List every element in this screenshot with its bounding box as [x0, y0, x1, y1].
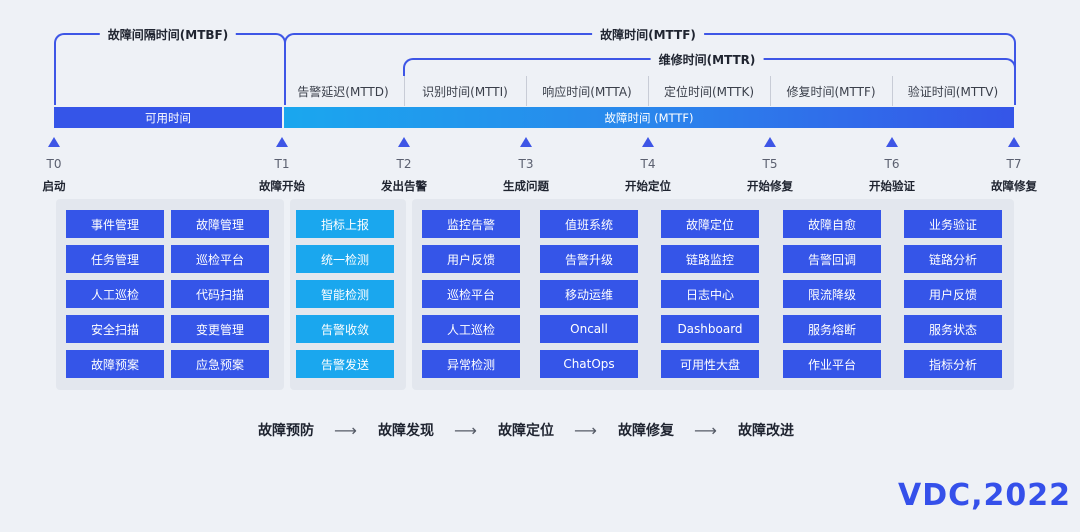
tool-box: Oncall — [540, 315, 638, 343]
phase-label: 验证时间(MTTV) — [907, 84, 999, 99]
tool-box: ChatOps — [540, 350, 638, 378]
mtbf-label: 故障间隔时间(MTBF) — [99, 26, 237, 43]
tool-box: 安全扫描 — [66, 315, 164, 343]
timeline-event-label: 开始修复 — [747, 179, 793, 193]
timeline-event-label: 启动 — [42, 179, 66, 193]
phase-label: 修复时间(MTTF) — [786, 84, 876, 99]
timeline-point-label: T3 — [518, 157, 534, 171]
available-time-bar: 可用时间 — [54, 107, 282, 128]
mttf-label: 故障时间(MTTF) — [592, 26, 704, 43]
timeline-event-label: 发出告警 — [381, 179, 427, 193]
phase-divider — [526, 76, 527, 106]
flow-step: 故障发现 — [378, 423, 434, 439]
tool-box: 告警升级 — [540, 245, 638, 273]
flow-step: 故障定位 — [498, 423, 554, 439]
tool-box: 巡检平台 — [422, 280, 520, 308]
tool-box: 链路监控 — [661, 245, 759, 273]
timeline-marker-icon — [642, 137, 654, 147]
tool-box: 故障自愈 — [783, 210, 881, 238]
tool-box: 作业平台 — [783, 350, 881, 378]
timeline-event-label: 生成问题 — [503, 179, 549, 193]
phase-divider — [404, 76, 405, 106]
phase-divider — [770, 76, 771, 106]
tool-box: 事件管理 — [66, 210, 164, 238]
tool-box: 代码扫描 — [171, 280, 269, 308]
fault-time-bar: 故障时间 (MTTF) — [284, 107, 1014, 128]
flow-step: 故障改进 — [738, 423, 794, 439]
tool-box: 故障定位 — [661, 210, 759, 238]
tool-box: 异常检测 — [422, 350, 520, 378]
tool-box: 变更管理 — [171, 315, 269, 343]
phase-label: 告警延迟(MTTD) — [297, 84, 389, 99]
flow-step: 故障预防 — [258, 423, 314, 439]
tool-box: 业务验证 — [904, 210, 1002, 238]
tool-box: 日志中心 — [661, 280, 759, 308]
tool-box: 告警回调 — [783, 245, 881, 273]
timeline-marker-icon — [48, 137, 60, 147]
timeline-point-label: T6 — [884, 157, 900, 171]
tool-box: 移动运维 — [540, 280, 638, 308]
tool-box: 人工巡检 — [66, 280, 164, 308]
tool-box: 故障预案 — [66, 350, 164, 378]
tool-box: 智能检测 — [296, 280, 394, 308]
tool-box: 指标上报 — [296, 210, 394, 238]
timeline-event-label: 开始验证 — [869, 179, 915, 193]
phase-divider — [892, 76, 893, 106]
tool-box: 可用性大盘 — [661, 350, 759, 378]
tool-box: 人工巡检 — [422, 315, 520, 343]
tool-box: 服务熔断 — [783, 315, 881, 343]
timeline-event-label: 故障修复 — [991, 179, 1037, 193]
tool-box: 告警发送 — [296, 350, 394, 378]
tool-box: 服务状态 — [904, 315, 1002, 343]
tool-box: 巡检平台 — [171, 245, 269, 273]
timeline-event-label: 开始定位 — [625, 179, 671, 193]
timeline-marker-icon — [276, 137, 288, 147]
arrow-right-icon: ⟶ — [574, 421, 597, 440]
tool-box: 告警收敛 — [296, 315, 394, 343]
phase-label: 识别时间(MTTI) — [422, 84, 508, 99]
tool-box: 值班系统 — [540, 210, 638, 238]
tool-box: 故障管理 — [171, 210, 269, 238]
phase-label: 响应时间(MTTA) — [542, 84, 632, 99]
tool-box: 限流降级 — [783, 280, 881, 308]
timeline-point-label: T4 — [640, 157, 656, 171]
tool-box: 指标分析 — [904, 350, 1002, 378]
timeline-marker-icon — [398, 137, 410, 147]
mttr-label: 维修时间(MTTR) — [650, 51, 764, 68]
timeline-event-label: 故障开始 — [259, 179, 305, 193]
timeline-marker-icon — [886, 137, 898, 147]
tool-box: 任务管理 — [66, 245, 164, 273]
vdc-logo: VDC,2022 — [898, 478, 1072, 513]
timeline-point-label: T5 — [762, 157, 778, 171]
timeline-marker-icon — [1008, 137, 1020, 147]
phase-label: 定位时间(MTTK) — [663, 84, 755, 99]
tool-box: 应急预案 — [171, 350, 269, 378]
mtbf-bracket — [54, 33, 286, 105]
tool-box: 监控告警 — [422, 210, 520, 238]
timeline-point-label: T2 — [396, 157, 412, 171]
arrow-right-icon: ⟶ — [334, 421, 357, 440]
arrow-right-icon: ⟶ — [454, 421, 477, 440]
timeline-marker-icon — [764, 137, 776, 147]
timeline-point-label: T1 — [274, 157, 290, 171]
timeline-point-label: T0 — [46, 157, 62, 171]
tool-box: 用户反馈 — [422, 245, 520, 273]
timeline-marker-icon — [520, 137, 532, 147]
tool-box: 用户反馈 — [904, 280, 1002, 308]
tool-box: 链路分析 — [904, 245, 1002, 273]
timeline-point-label: T7 — [1006, 157, 1022, 171]
tool-box: Dashboard — [661, 315, 759, 343]
arrow-right-icon: ⟶ — [694, 421, 717, 440]
phase-divider — [648, 76, 649, 106]
flow-step: 故障修复 — [618, 423, 674, 439]
tool-box: 统一检测 — [296, 245, 394, 273]
